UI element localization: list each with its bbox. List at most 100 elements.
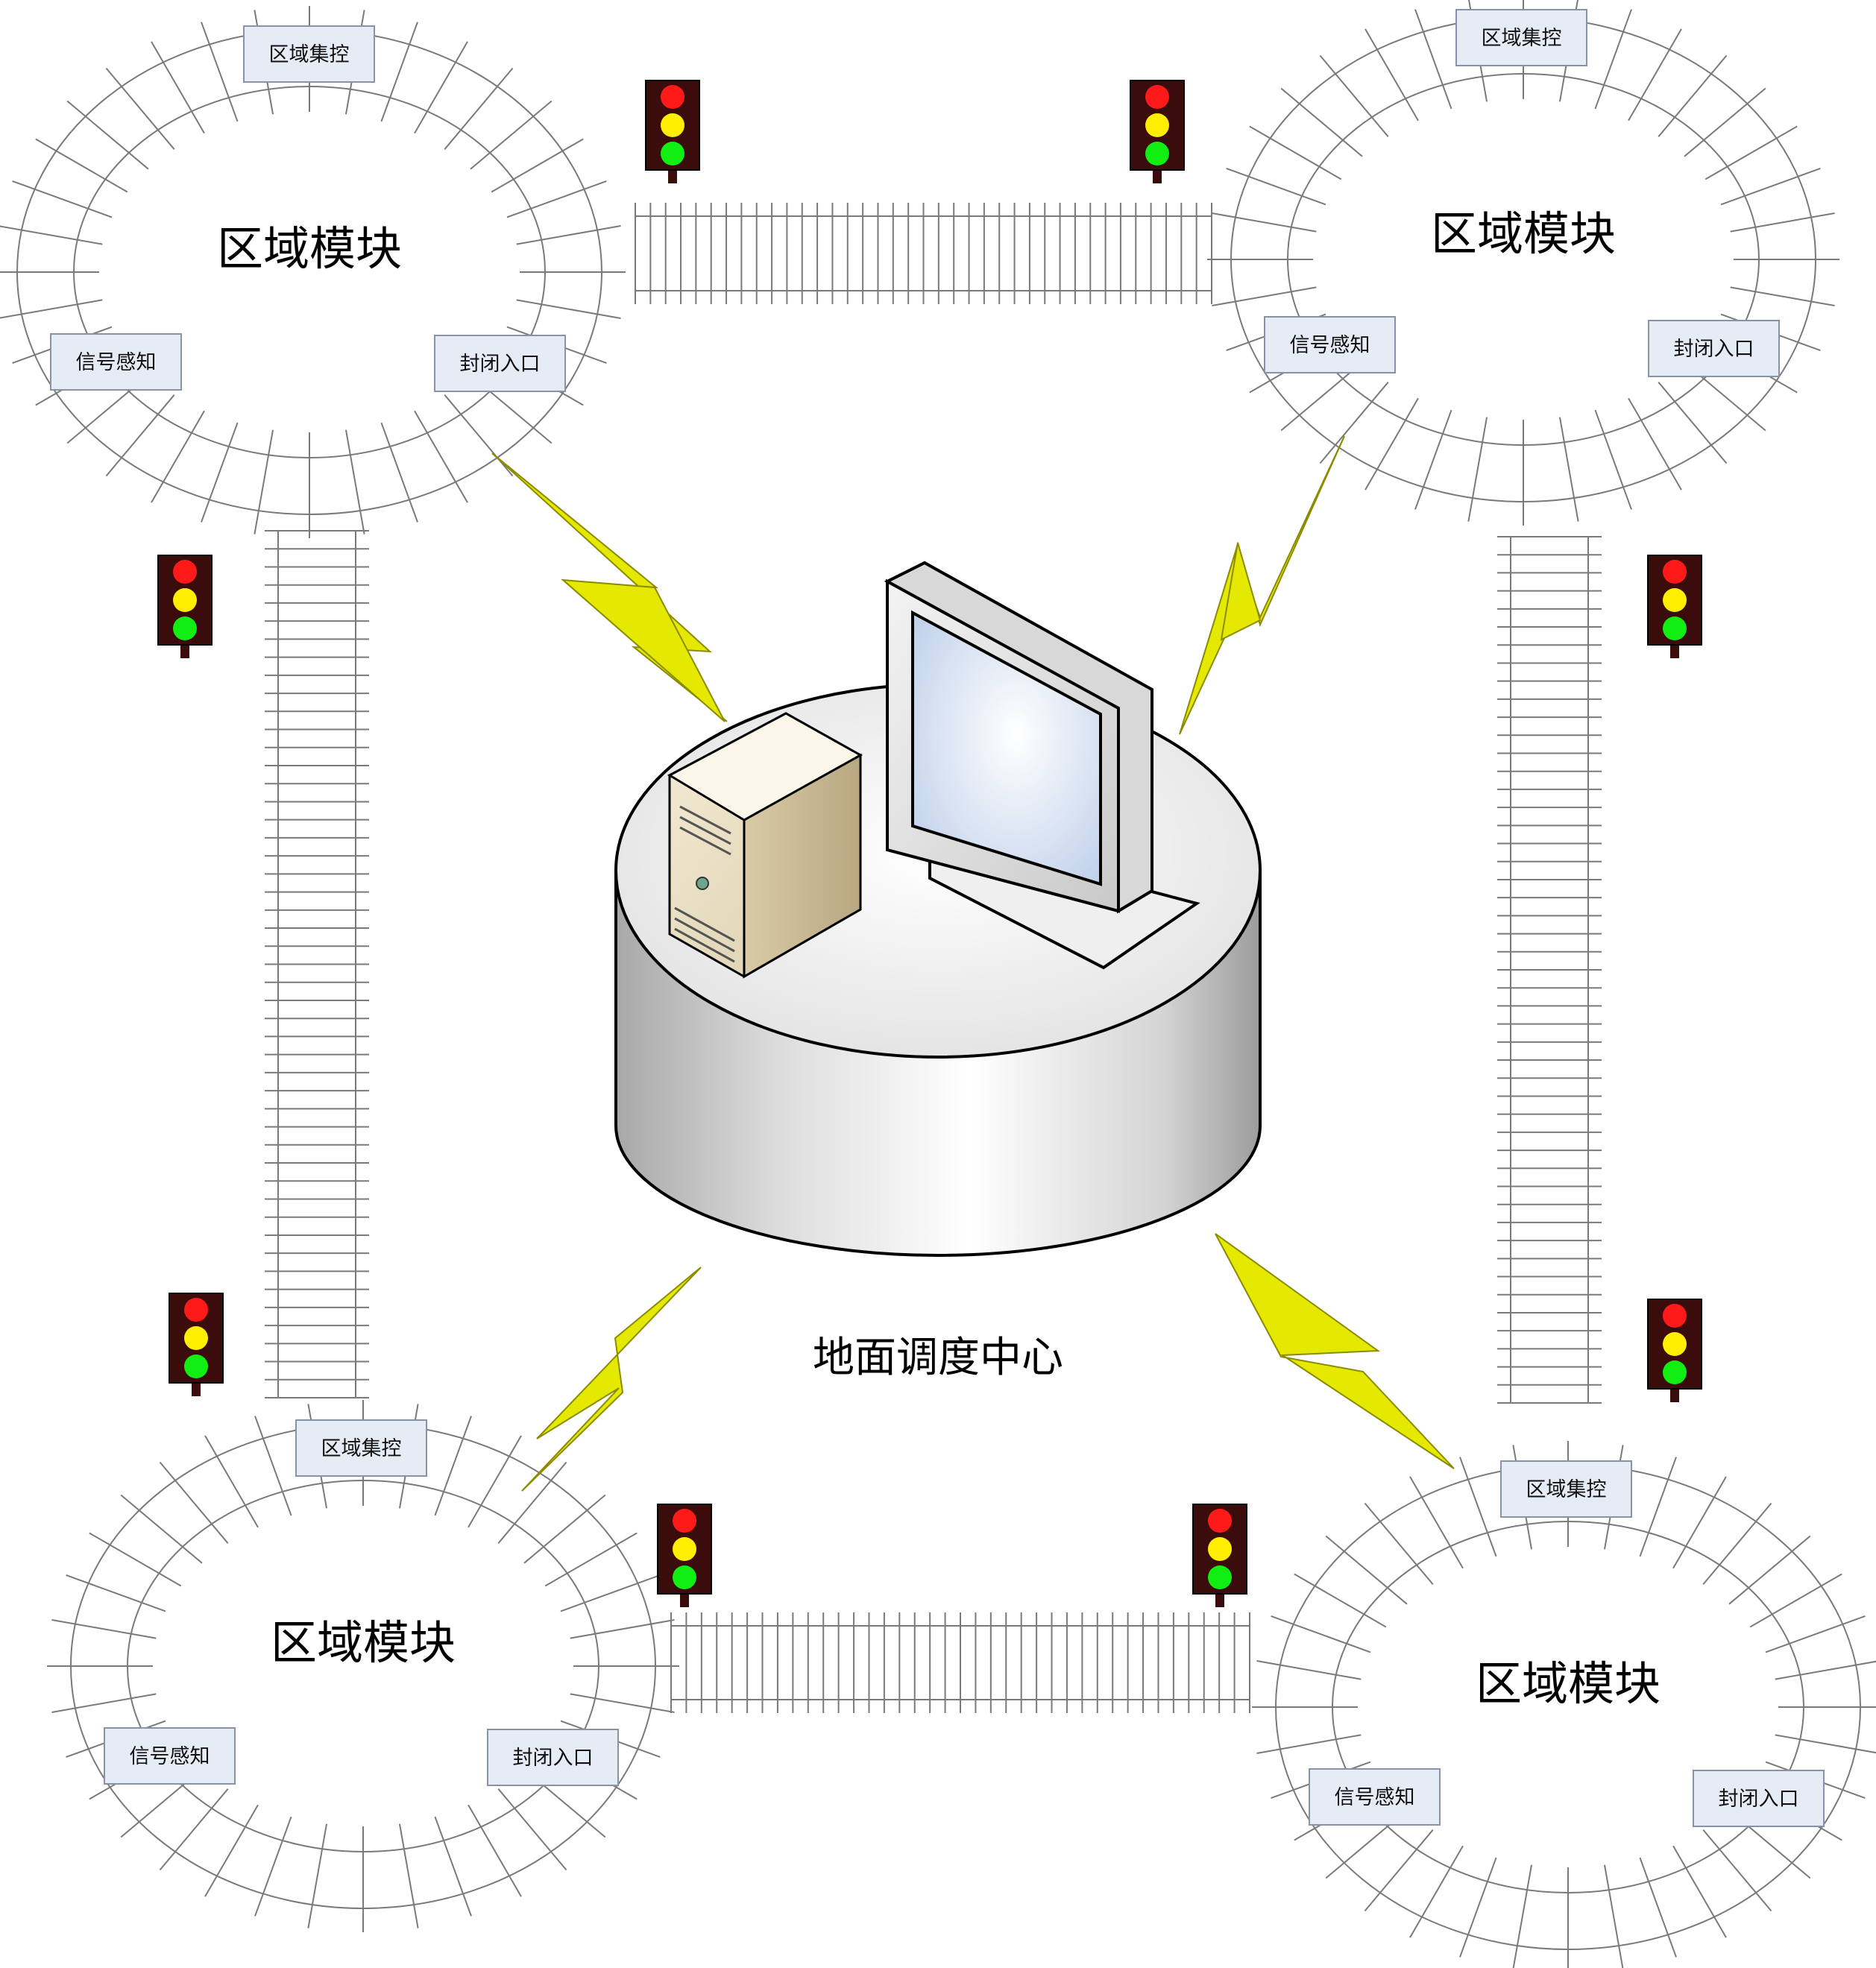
red-light-icon bbox=[184, 1298, 208, 1322]
ring-tie bbox=[1319, 382, 1389, 464]
ring-tie bbox=[414, 410, 468, 503]
red-light-icon bbox=[1208, 1509, 1232, 1533]
ring-tie bbox=[51, 1619, 157, 1639]
ring-tie bbox=[1512, 1864, 1533, 1968]
straight-track bbox=[670, 1612, 1250, 1713]
ring-tie bbox=[1414, 409, 1452, 510]
railway-track-icon bbox=[265, 203, 1602, 1713]
zone-control-label: 区域集控 bbox=[269, 43, 350, 66]
signal-sensing-label-box bbox=[1309, 1768, 1441, 1826]
ring-tie bbox=[1672, 1845, 1727, 1938]
ring-tie bbox=[1319, 54, 1389, 137]
ring-tie bbox=[1364, 1829, 1434, 1912]
ring-tie bbox=[0, 299, 103, 319]
ring-tie bbox=[468, 1435, 522, 1528]
ring-tie bbox=[120, 1494, 203, 1564]
ring-tie bbox=[468, 1804, 522, 1897]
ring-tie bbox=[1414, 9, 1452, 110]
red-light-icon bbox=[673, 1509, 696, 1533]
zone-control-label-box bbox=[1500, 1460, 1632, 1518]
ring-tie bbox=[1364, 397, 1419, 491]
ring-tie bbox=[254, 1816, 292, 1917]
yellow-light-icon bbox=[184, 1326, 208, 1350]
ring-tie bbox=[1728, 1535, 1811, 1605]
ring-tie bbox=[1720, 167, 1821, 206]
zone-title: 区域模块 bbox=[217, 221, 402, 276]
closed-entrance-label: 封闭入口 bbox=[513, 1747, 594, 1770]
ring-tie bbox=[1658, 54, 1728, 137]
lightning-link-icon bbox=[1215, 1233, 1455, 1469]
ring-tie bbox=[0, 225, 103, 245]
ring-tie bbox=[1271, 1615, 1371, 1653]
ring-tie bbox=[1705, 125, 1798, 180]
yellow-light-icon bbox=[1208, 1537, 1232, 1561]
zone-control-label-box bbox=[243, 25, 375, 83]
ring-tie bbox=[497, 1788, 567, 1871]
ring-tie bbox=[1226, 167, 1326, 206]
green-light-icon bbox=[1208, 1565, 1232, 1589]
ring-tie bbox=[1672, 1476, 1727, 1569]
ring-tie bbox=[1639, 1857, 1677, 1958]
ring-tie bbox=[151, 410, 205, 503]
zone-module: 区域模块区域集控信号感知封闭入口 bbox=[47, 1400, 679, 1932]
straight-track bbox=[265, 530, 369, 1398]
green-light-icon bbox=[661, 142, 684, 165]
traffic-signal-icon bbox=[1130, 80, 1185, 183]
ring-tie bbox=[1325, 1535, 1408, 1605]
ring-tie bbox=[1212, 212, 1317, 233]
ring-tie bbox=[1280, 87, 1363, 157]
ring-tie bbox=[434, 1416, 472, 1516]
ring-tie bbox=[1628, 397, 1682, 491]
signal-sensing-label: 信号感知 bbox=[76, 351, 157, 374]
red-light-icon bbox=[173, 560, 197, 584]
green-light-icon bbox=[673, 1565, 696, 1589]
ring-tie bbox=[516, 225, 621, 245]
ring-tie bbox=[1558, 417, 1579, 522]
ring-tie bbox=[570, 1693, 675, 1713]
zone-control-label: 区域集控 bbox=[1526, 1478, 1607, 1501]
ring-tie bbox=[254, 1416, 292, 1516]
ring-tie bbox=[1684, 87, 1766, 157]
zone-control-label: 区域集控 bbox=[1482, 27, 1562, 50]
ring-tie bbox=[444, 394, 514, 477]
ring-tie bbox=[1730, 286, 1835, 306]
zone-module: 区域模块区域集控信号感知封闭入口 bbox=[1252, 1441, 1876, 1968]
zone-title: 区域模块 bbox=[1476, 1656, 1661, 1711]
ring-tie bbox=[159, 1461, 229, 1544]
lightning-link-icon bbox=[521, 1267, 702, 1492]
ring-tie bbox=[1775, 1734, 1876, 1754]
ring-tie bbox=[506, 180, 607, 218]
ring-tie bbox=[1658, 382, 1728, 464]
red-light-icon bbox=[1145, 85, 1169, 109]
ring-tie bbox=[444, 67, 514, 150]
ring-tie bbox=[380, 422, 418, 523]
ring-tie bbox=[12, 180, 113, 218]
zone-module: 区域模块区域集控信号感知封闭入口 bbox=[0, 6, 626, 538]
ring-tie bbox=[1409, 1845, 1464, 1938]
ring-tie bbox=[523, 1494, 606, 1564]
ring-tie bbox=[1280, 362, 1363, 432]
lightning-links bbox=[491, 435, 1455, 1492]
ring-tie bbox=[1212, 286, 1317, 306]
yellow-light-icon bbox=[173, 588, 197, 612]
ring-tie bbox=[380, 22, 418, 122]
ring-tie bbox=[1364, 28, 1419, 122]
red-light-icon bbox=[1663, 560, 1687, 584]
ring-tie bbox=[497, 1461, 567, 1544]
green-light-icon bbox=[1663, 1360, 1687, 1384]
ring-tie bbox=[1628, 28, 1682, 122]
closed-entrance-label: 封闭入口 bbox=[1674, 338, 1754, 361]
yellow-light-icon bbox=[673, 1537, 696, 1561]
ring-tie bbox=[66, 1574, 166, 1612]
yellow-light-icon bbox=[1663, 588, 1687, 612]
ring-tie bbox=[1294, 1573, 1387, 1628]
ring-tie bbox=[398, 1823, 419, 1928]
ring-tie bbox=[105, 394, 175, 477]
ring-tie bbox=[151, 41, 205, 134]
ring-tie bbox=[159, 1788, 229, 1871]
traffic-signal-icon bbox=[157, 555, 213, 658]
signal-sensing-label: 信号感知 bbox=[1335, 1786, 1415, 1809]
ring-tie bbox=[570, 1619, 675, 1639]
closed-entrance-label-box bbox=[1693, 1770, 1825, 1827]
